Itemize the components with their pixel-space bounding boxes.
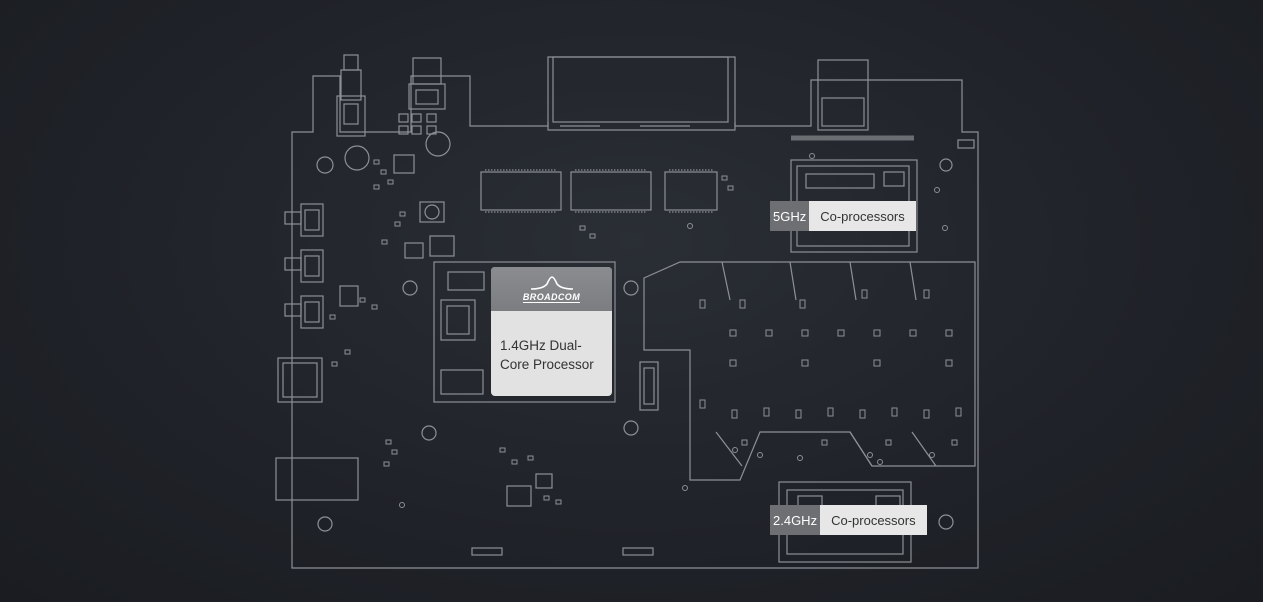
power-jack [408, 57, 446, 110]
broadcom-wave-icon [530, 276, 573, 290]
coprocessor-name: Co-processors [820, 505, 927, 535]
5ghz-coprocessor-label: 5GHz Co-processors [770, 201, 916, 231]
ethernet-port [547, 56, 736, 131]
memory-chips [480, 169, 718, 213]
antenna-connector [336, 54, 366, 137]
band-badge: 5GHz [770, 201, 810, 231]
cpu-description-line2: Core Processor [500, 357, 594, 372]
rf-shield-outline [643, 261, 976, 481]
board-outline [291, 56, 979, 569]
cpu-socket [433, 261, 616, 403]
broadcom-wordmark: BROADCOM [522, 292, 581, 303]
usb-port [817, 59, 869, 131]
cpu-description-line1: 1.4GHz Dual- [500, 338, 582, 353]
coprocessor-name: Co-processors [809, 201, 916, 231]
cpu-description: 1.4GHz Dual- Core Processor [491, 311, 612, 374]
band-badge: 2.4GHz [770, 505, 821, 535]
broadcom-logo: BROADCOM [491, 267, 612, 311]
cpu-callout: BROADCOM 1.4GHz Dual- Core Processor [491, 267, 612, 396]
2-4ghz-coprocessor-label: 2.4GHz Co-processors [770, 505, 927, 535]
